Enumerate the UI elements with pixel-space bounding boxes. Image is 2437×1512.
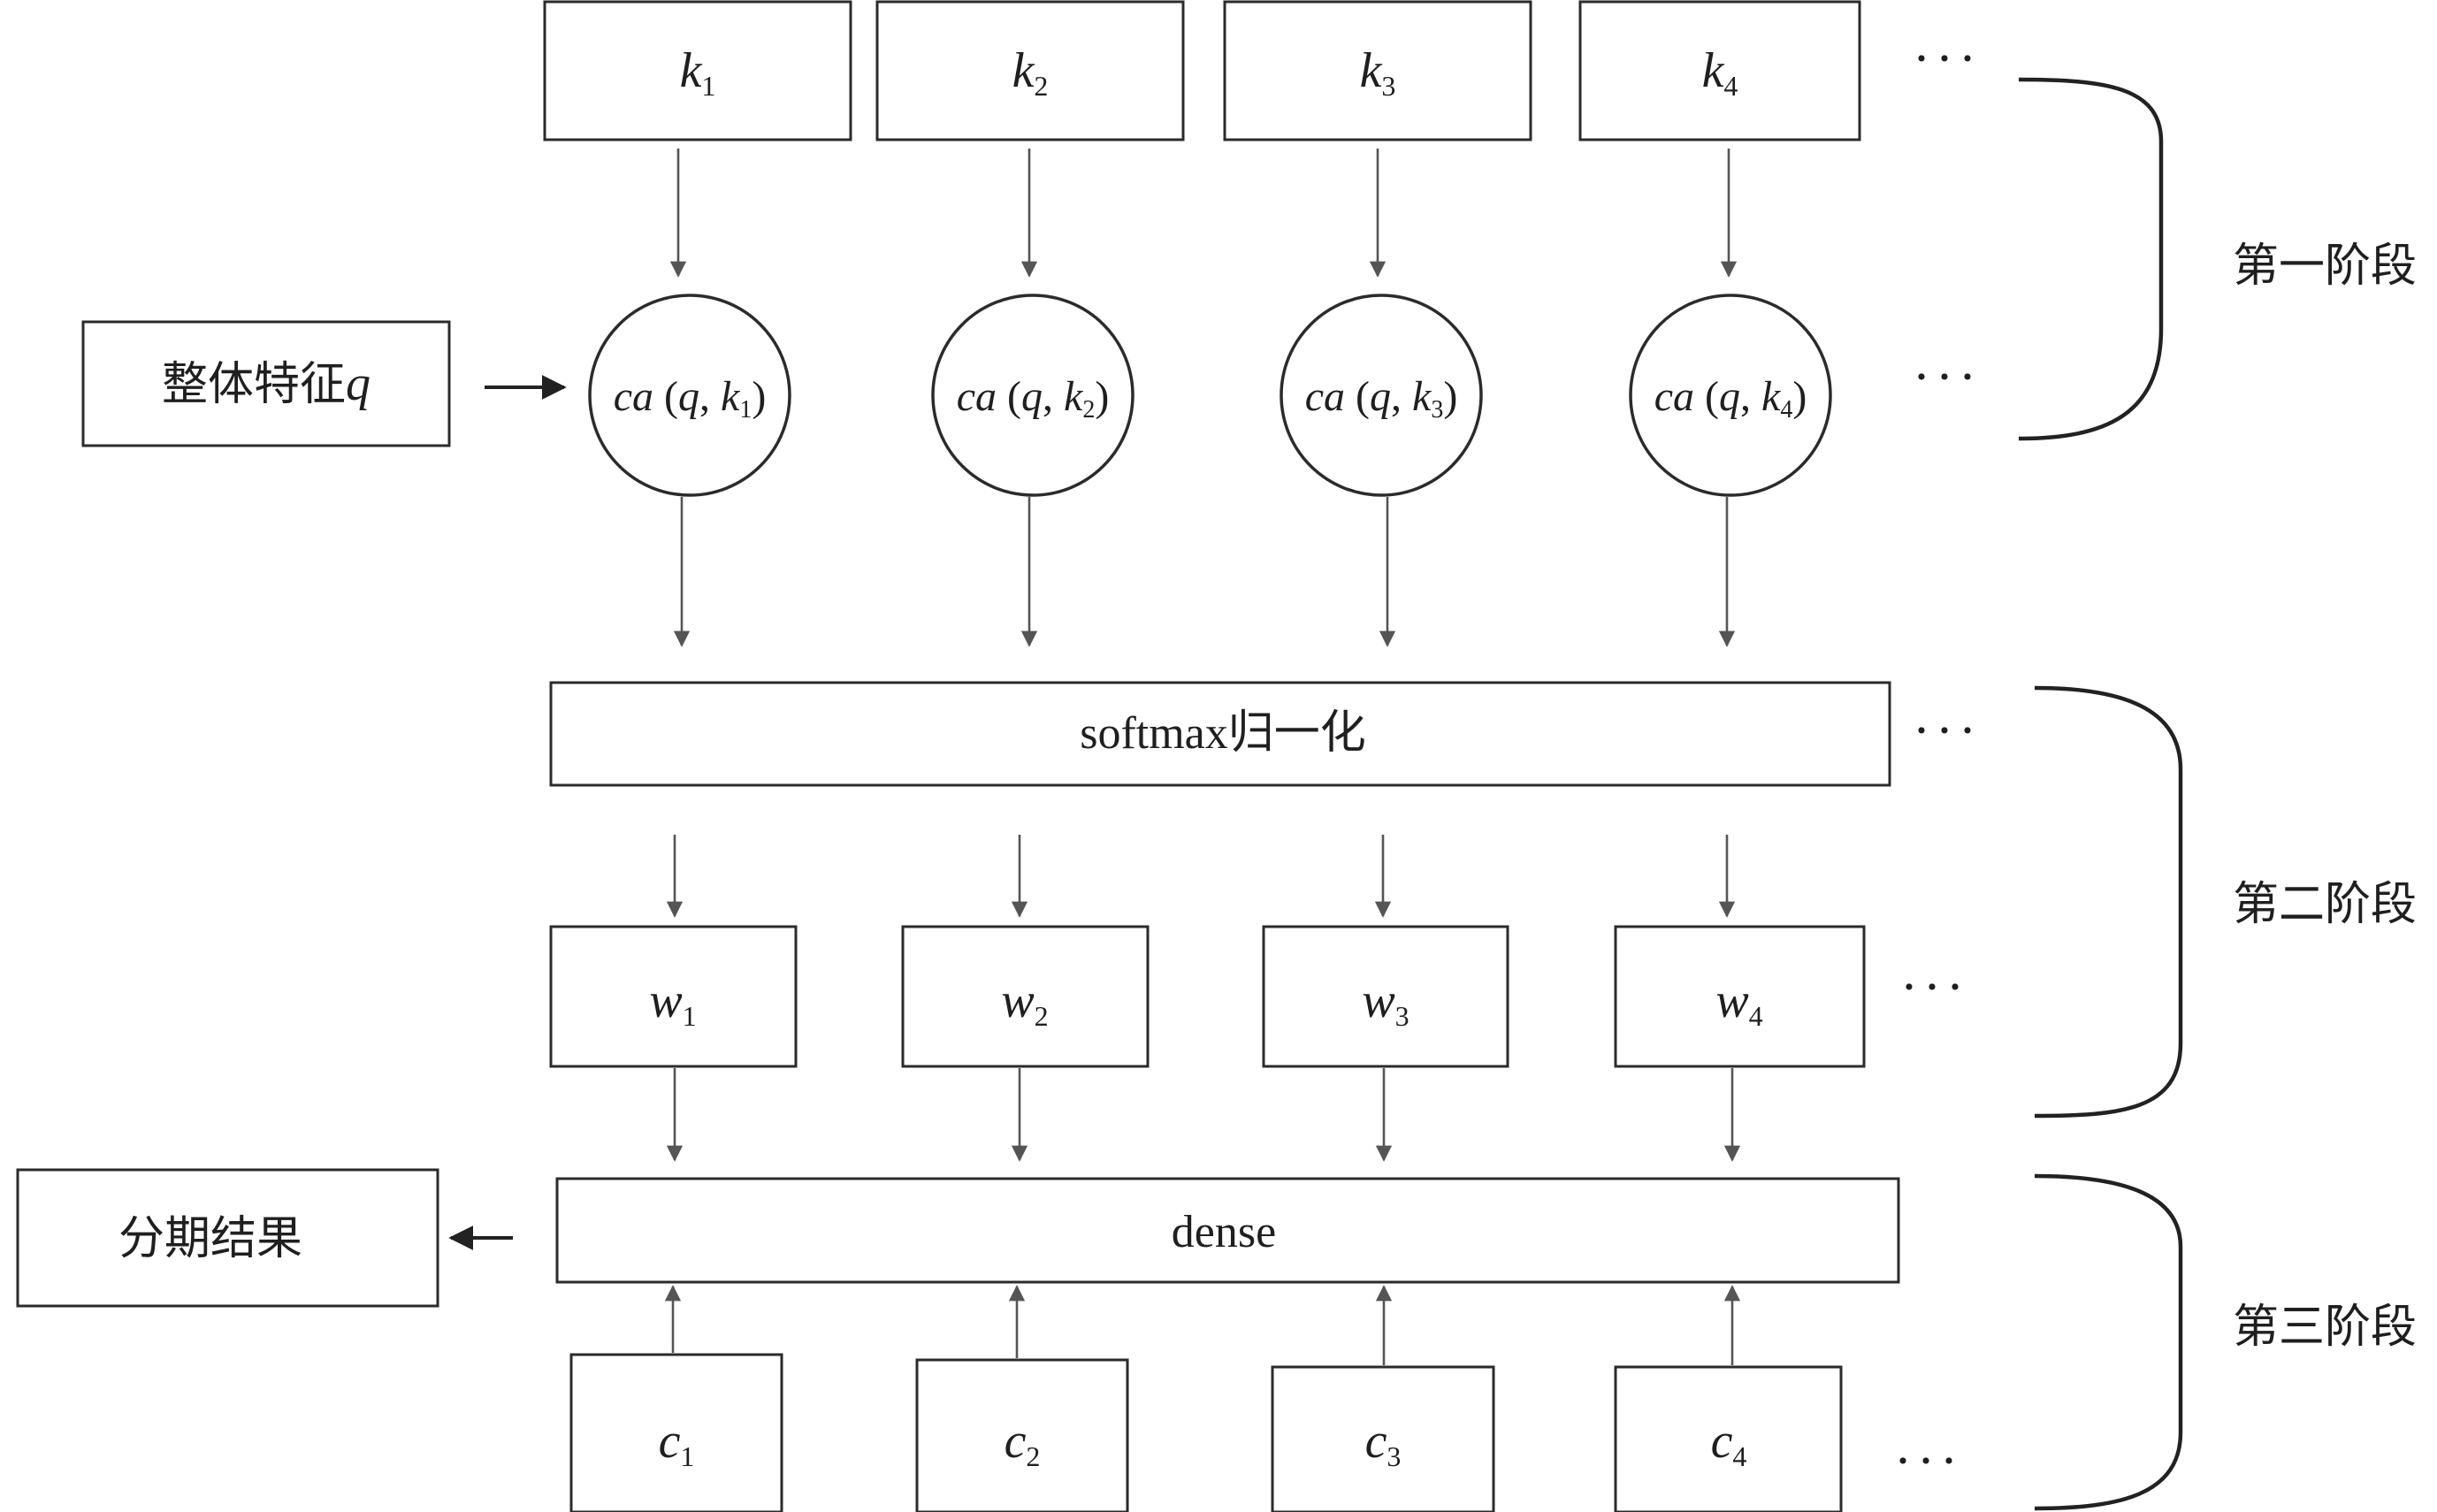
svg-text:w3: w3 — [1362, 974, 1409, 1032]
ellipsis-c-row: ··· — [1894, 1432, 1963, 1490]
svg-text:dense: dense — [1172, 1207, 1276, 1257]
c-box-3: c3 — [1271, 1365, 1495, 1512]
svg-text:ca (q, k2): ca (q, k2) — [957, 373, 1110, 424]
dense-box: dense — [555, 1177, 1900, 1284]
result-box: 分期结果 — [16, 1168, 439, 1308]
svg-text:ca (q, k3): ca (q, k3) — [1305, 373, 1458, 424]
svg-text:c2: c2 — [1005, 1414, 1041, 1472]
k-box-4: k4 — [1578, 0, 1861, 141]
stage-1-brace — [2018, 77, 2164, 441]
svg-text:k2: k2 — [1012, 43, 1049, 102]
ca-node-1: ca (q, k1) — [588, 294, 791, 497]
ca-node-3: ca (q, k3) — [1280, 294, 1483, 497]
svg-text:w2: w2 — [1001, 974, 1048, 1032]
svg-text:c3: c3 — [1365, 1414, 1402, 1472]
ellipsis-ca-row: ··· — [1913, 347, 1982, 406]
svg-text:分期结果: 分期结果 — [118, 1212, 302, 1265]
softmax-box: softmax归一化 — [549, 681, 1891, 787]
svg-text:c1: c1 — [659, 1414, 695, 1472]
svg-text:c4: c4 — [1711, 1414, 1747, 1472]
ellipsis-w-row: ··· — [1900, 958, 1969, 1016]
svg-text:ca (q, k4): ca (q, k4) — [1654, 373, 1807, 424]
stage-2-brace — [2034, 685, 2183, 1119]
svg-text:softmax归一化: softmax归一化 — [1080, 708, 1366, 759]
svg-text:k1: k1 — [680, 43, 716, 102]
svg-text:w4: w4 — [1715, 974, 1762, 1032]
w-box-2: w2 — [901, 925, 1150, 1068]
k-box-1: k1 — [543, 0, 852, 141]
ellipsis-k-row: ··· — [1913, 29, 1982, 88]
w-box-4: w4 — [1614, 925, 1866, 1068]
w-box-3: w3 — [1262, 925, 1509, 1068]
c-box-4: c4 — [1614, 1365, 1843, 1512]
c-box-1: c1 — [569, 1353, 783, 1512]
svg-text:k3: k3 — [1360, 43, 1396, 102]
ellipsis-softmax-row: ··· — [1913, 701, 1982, 760]
global-feature-box: 整体特征q — [81, 320, 451, 447]
stage-1-label: 第一阶段 — [2233, 240, 2417, 293]
ca-node-4: ca (q, k4) — [1629, 294, 1832, 497]
k-box-3: k3 — [1223, 0, 1532, 141]
svg-text:ca (q, k1): ca (q, k1) — [614, 373, 767, 424]
svg-text:整体特征q: 整体特征q — [162, 356, 371, 411]
svg-text:w1: w1 — [649, 974, 696, 1032]
stage-2-label: 第二阶段 — [2233, 878, 2417, 931]
stage-3-brace — [2034, 1173, 2183, 1511]
stage-3-label: 第三阶段 — [2233, 1301, 2417, 1354]
w-box-1: w1 — [549, 925, 798, 1068]
c-box-2: c2 — [915, 1358, 1129, 1512]
k-box-2: k2 — [875, 0, 1185, 141]
ca-node-2: ca (q, k2) — [931, 294, 1134, 497]
svg-text:k4: k4 — [1702, 43, 1738, 102]
